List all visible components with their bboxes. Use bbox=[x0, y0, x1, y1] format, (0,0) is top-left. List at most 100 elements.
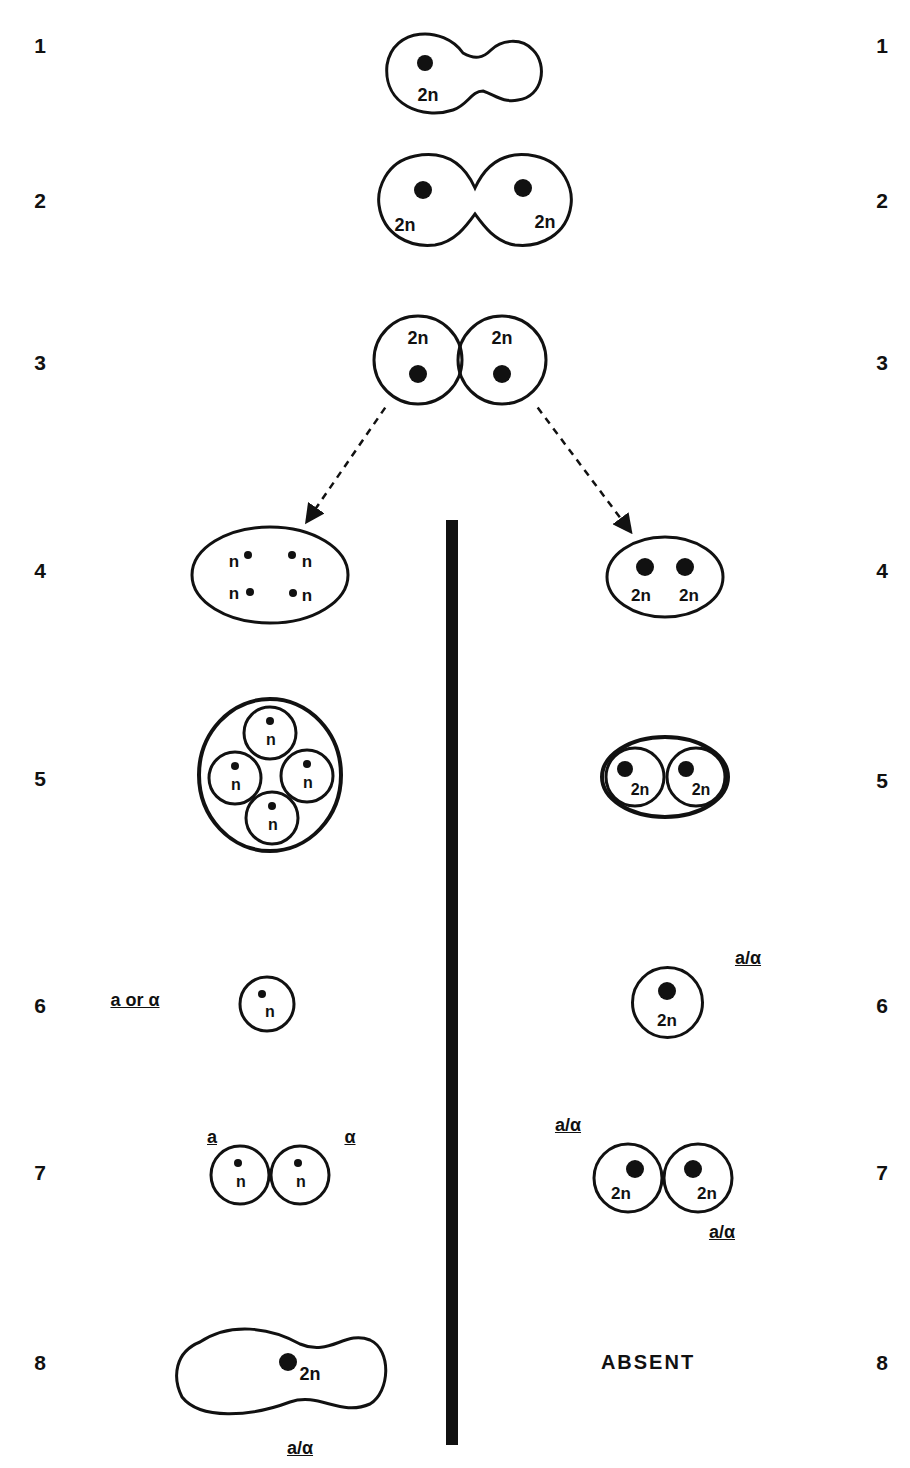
cell-wall bbox=[244, 707, 296, 759]
row-number: 5 bbox=[876, 770, 888, 791]
row-number: 3 bbox=[34, 352, 46, 373]
cell: 2n bbox=[593, 1143, 663, 1213]
nucleus-dot bbox=[514, 179, 532, 197]
nucleus-dot bbox=[636, 558, 654, 576]
cell: nnnn bbox=[190, 525, 350, 625]
ploidy-label: n bbox=[265, 1004, 275, 1020]
nucleus-dot bbox=[493, 365, 511, 383]
row-number: 2 bbox=[876, 190, 888, 211]
cell: n bbox=[270, 1145, 330, 1205]
cell-wall bbox=[664, 1144, 732, 1212]
ploidy-label: 2n bbox=[631, 587, 651, 604]
cell-outline bbox=[605, 747, 665, 807]
cell-outline bbox=[605, 535, 725, 620]
nucleus-dot bbox=[417, 55, 433, 71]
cell-wall bbox=[199, 699, 341, 851]
nucleus-dot bbox=[268, 802, 276, 810]
cell-outline bbox=[456, 314, 548, 406]
divider-bar bbox=[446, 520, 458, 1445]
row-number: 4 bbox=[34, 560, 46, 581]
row-number: 3 bbox=[876, 352, 888, 373]
ploidy-label: 2n bbox=[534, 213, 555, 231]
note-label: ABSENT bbox=[601, 1352, 695, 1372]
row-number: 7 bbox=[876, 1162, 888, 1183]
ploidy-label: 2n bbox=[679, 587, 699, 604]
cell: 2n bbox=[630, 965, 705, 1040]
nucleus-dot bbox=[409, 365, 427, 383]
ploidy-label: n bbox=[268, 817, 278, 833]
ploidy-label: n bbox=[302, 553, 312, 570]
row-number: 8 bbox=[34, 1352, 46, 1373]
cell-outline bbox=[663, 1143, 733, 1213]
cell-outline bbox=[383, 25, 548, 120]
mating-type-label: a bbox=[207, 1128, 217, 1146]
row-number: 5 bbox=[34, 768, 46, 789]
cell: 2n 2n bbox=[600, 735, 730, 820]
row-number: 7 bbox=[34, 1162, 46, 1183]
ploidy-label: 2n bbox=[299, 1365, 320, 1383]
ploidy-label: n bbox=[302, 587, 312, 604]
cell: 2n bbox=[372, 314, 464, 406]
ploidy-label: 2n bbox=[611, 1185, 631, 1202]
cell-wall bbox=[281, 750, 333, 802]
nucleus-dot bbox=[676, 558, 694, 576]
cell-outline bbox=[372, 314, 464, 406]
nucleus-dot bbox=[414, 181, 432, 199]
ploidy-label: n bbox=[266, 732, 276, 748]
cell-wall bbox=[246, 792, 298, 844]
cell: n bbox=[208, 751, 262, 805]
cell-wall bbox=[633, 968, 703, 1038]
ploidy-label: 2n bbox=[394, 216, 415, 234]
mating-type-label: a/α bbox=[709, 1223, 735, 1241]
ploidy-label: 2n bbox=[407, 329, 428, 347]
nucleus-dot bbox=[626, 1160, 644, 1178]
ploidy-label: 2n bbox=[631, 782, 650, 798]
mating-type-label: a/α bbox=[555, 1116, 581, 1134]
cell: 2n 2n bbox=[605, 535, 725, 620]
cell-outline bbox=[593, 1143, 663, 1213]
cell-wall bbox=[458, 316, 546, 404]
cell: n bbox=[245, 791, 299, 845]
cell-wall bbox=[177, 1329, 386, 1414]
ploidy-label: 2n bbox=[417, 86, 438, 104]
cell: 2n 2n bbox=[375, 150, 575, 250]
ploidy-label: n bbox=[296, 1174, 306, 1190]
cell-outline bbox=[190, 525, 350, 625]
nucleus-dot bbox=[684, 1160, 702, 1178]
row-number: 6 bbox=[876, 995, 888, 1016]
ploidy-label: 2n bbox=[491, 329, 512, 347]
cell-outline bbox=[630, 965, 705, 1040]
row-number: 2 bbox=[34, 190, 46, 211]
ploidy-label: n bbox=[236, 1174, 246, 1190]
cell: 2n bbox=[170, 1322, 390, 1422]
cell-wall bbox=[387, 34, 542, 113]
nucleus-dot bbox=[678, 761, 694, 777]
cell-wall bbox=[192, 527, 348, 623]
cell: n bbox=[243, 706, 297, 760]
nucleus-dot bbox=[303, 760, 311, 768]
ploidy-label: 2n bbox=[697, 1185, 717, 1202]
cell-wall bbox=[594, 1144, 662, 1212]
row-number: 4 bbox=[876, 560, 888, 581]
ploidy-label: 2n bbox=[657, 1012, 677, 1029]
cell: n bbox=[238, 975, 296, 1033]
cell: n bbox=[210, 1145, 270, 1205]
mating-type-label: a/α bbox=[735, 949, 761, 967]
nucleus-dot bbox=[258, 990, 266, 998]
ploidy-label: n bbox=[231, 777, 241, 793]
mating-type-label: α bbox=[344, 1128, 355, 1146]
ploidy-label: n bbox=[229, 585, 239, 602]
cell: 2n bbox=[663, 1143, 733, 1213]
nucleus-dot bbox=[279, 1353, 297, 1371]
cell-wall bbox=[240, 977, 294, 1031]
ploidy-label: n bbox=[229, 553, 239, 570]
dashed-arrow bbox=[306, 408, 385, 523]
cell: 2n bbox=[605, 747, 665, 807]
ploidy-label: 2n bbox=[692, 782, 711, 798]
nucleus-dot bbox=[658, 982, 676, 1000]
cell: nnnn bbox=[197, 697, 343, 853]
